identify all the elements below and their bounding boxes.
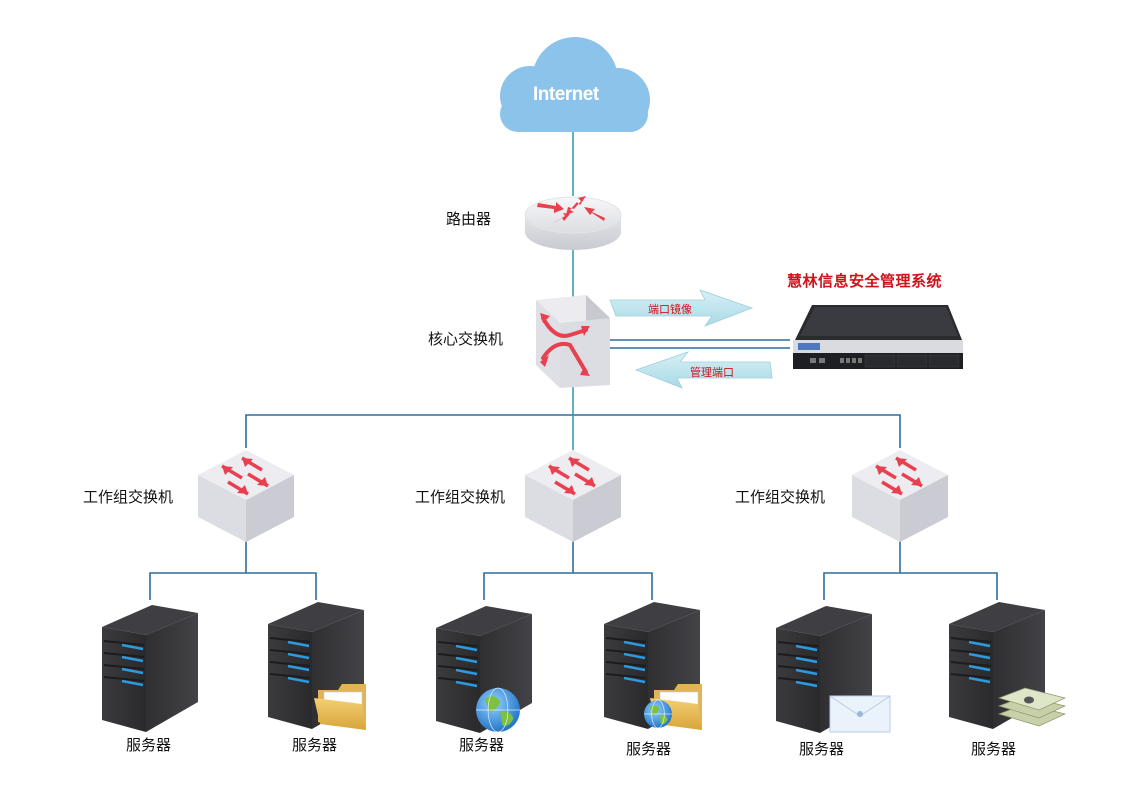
server-label: 服务器 [799, 740, 845, 758]
folder-icon [314, 684, 366, 730]
core-switch-icon [536, 295, 610, 388]
server-icon [604, 602, 702, 730]
server-label: 服务器 [126, 736, 172, 754]
server-label: 服务器 [626, 740, 672, 758]
security-system-title: 慧林信息安全管理系统 [787, 272, 943, 290]
workgroup-switch-label: 工作组交换机 [83, 488, 174, 506]
server-icon [949, 602, 1067, 729]
internet-cloud-icon [500, 37, 650, 132]
server-icon [776, 606, 891, 733]
server-icon [102, 605, 198, 732]
mail-icon [829, 695, 891, 733]
server-label: 服务器 [459, 736, 505, 754]
core-switch-label: 核心交换机 [428, 330, 504, 348]
port-mirror-arrow [609, 289, 754, 327]
globe-icon [644, 699, 672, 729]
management-port-label: 管理端口 [690, 366, 734, 379]
workgroup-switch-label: 工作组交换机 [735, 488, 826, 506]
management-port-arrow [634, 351, 773, 389]
workgroup-switch-icon [525, 450, 621, 542]
workgroup-switch-icon [852, 450, 948, 542]
server-label: 服务器 [292, 736, 338, 754]
router-label: 路由器 [446, 210, 492, 228]
money-icon [997, 687, 1067, 727]
workgroup-switch-label: 工作组交换机 [415, 488, 506, 506]
server-label: 服务器 [971, 740, 1017, 758]
server-icon [436, 606, 532, 733]
connection-lines [149, 100, 998, 600]
security-appliance-icon [793, 305, 963, 369]
port-mirror-label: 端口镜像 [648, 303, 692, 316]
workgroup-switch-icon [198, 450, 294, 542]
internet-label: Internet [533, 84, 599, 105]
router-icon [524, 196, 622, 250]
server-icon [268, 602, 366, 730]
globe-icon [476, 687, 520, 733]
